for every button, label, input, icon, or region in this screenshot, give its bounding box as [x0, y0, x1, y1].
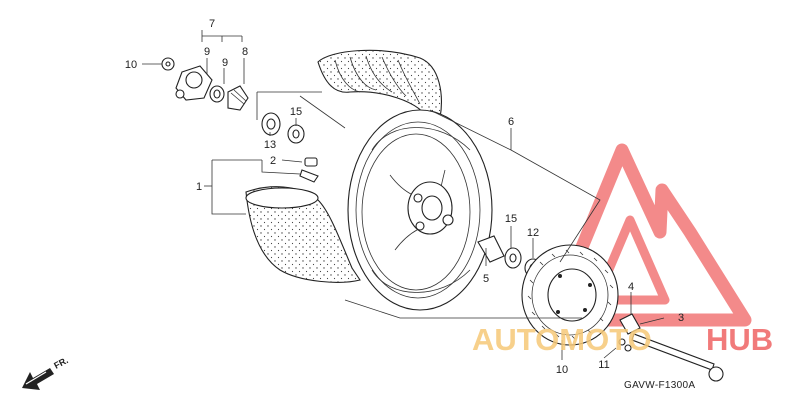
callout-11: 11 — [598, 359, 609, 371]
callout-8: 8 — [242, 46, 248, 58]
callout-10: 10 — [556, 364, 568, 376]
callout-9-left: 9 — [204, 46, 210, 58]
callout-9-right: 9 — [222, 57, 228, 69]
valve-drawing — [299, 157, 319, 183]
bearings-drawing — [261, 112, 542, 278]
callout-3: 3 — [678, 312, 684, 324]
front-direction-label: FR. — [52, 355, 69, 371]
callout-6: 6 — [508, 116, 514, 128]
callout-5: 5 — [483, 273, 489, 285]
tire-front-drawing — [245, 186, 361, 283]
callout-15-top: 15 — [290, 106, 302, 118]
callout-15-right: 15 — [505, 213, 517, 225]
watermark-text-hub: HUB — [706, 322, 773, 357]
callout-12: 10 — [125, 59, 137, 71]
speedometer-gearbox-drawing — [161, 57, 249, 111]
callout-7: 7 — [209, 18, 215, 30]
callout-13: 12 — [527, 227, 539, 239]
leader-lines — [142, 30, 665, 360]
watermark-logo-icon — [545, 143, 752, 327]
brake-disc-drawing — [521, 244, 619, 346]
watermark-text-auto: AUTOMOTO — [472, 322, 652, 357]
callout-14: 13 — [264, 139, 276, 151]
callout-2: 2 — [270, 155, 276, 167]
callout-labels: 7 9 8 9 10 15 13 2 1 6 15 12 5 4 3 10 11 — [125, 18, 684, 376]
wheel-rim-drawing — [347, 109, 493, 311]
axle-drawing — [618, 313, 724, 382]
front-direction-arrow-icon: FR. — [22, 355, 70, 390]
drawing-code: GAVW-F1300A — [624, 380, 695, 391]
tire-drawing — [317, 49, 442, 123]
callout-4: 4 — [628, 281, 634, 293]
callout-1: 1 — [196, 181, 202, 193]
